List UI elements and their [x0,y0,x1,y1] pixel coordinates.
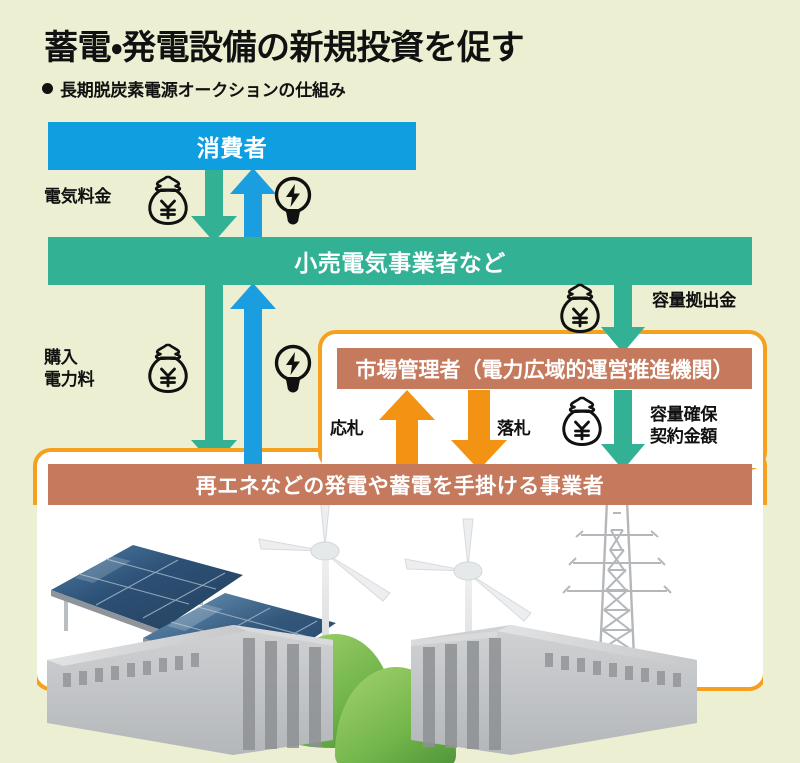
lightbulb-electricity-icon [272,344,314,394]
page-title: 蓄電・発電設備の新規投資を促す [44,29,525,67]
money-bag-yen-icon [146,175,190,225]
arrow-capacity-contract-amount [601,390,645,470]
label-successful-bid: 落札 [497,419,531,438]
arrow-power-producer-to-retailer [230,283,276,466]
node-retailer[interactable]: 小売電気事業者など [48,237,752,285]
money-bag-yen-icon [146,343,190,393]
lightbulb-electricity-icon [272,176,314,226]
label-purchase-power-fee: 購入 電力料 [44,348,95,390]
illustration-mask-right [763,505,800,763]
illustration-mask-left [0,505,37,763]
label-electricity-fee: 電気料金 [44,187,112,206]
node-consumer[interactable]: 消費者 [48,122,416,170]
filled-circle-bullet-icon [42,83,53,94]
arrow-power-retailer-to-consumer [230,168,276,242]
arrow-money-consumer-to-retailer [191,168,237,242]
subtitle-row: 長期脱炭素電源オークションの仕組み [42,76,346,101]
label-bid: 応札 [330,419,364,438]
node-producer[interactable]: 再エネなどの発電や蓄電を手掛ける事業者 [48,464,752,505]
label-capacity-contribution: 容量拠出金 [652,291,736,310]
arrow-capacity-contribution [601,283,645,353]
arrow-award-to-producer [451,390,507,470]
money-bag-yen-icon [558,283,602,333]
arrow-bid-to-market [379,390,435,470]
node-market-administrator[interactable]: 市場管理者（電力広域的運営推進機関） [337,348,752,389]
arrow-money-retailer-to-producer [191,283,237,466]
money-bag-yen-icon [560,396,604,446]
page-subtitle: 長期脱炭素電源オークションの仕組み [60,81,346,100]
label-capacity-contract-amount: 容量確保 契約金額 [650,405,718,447]
